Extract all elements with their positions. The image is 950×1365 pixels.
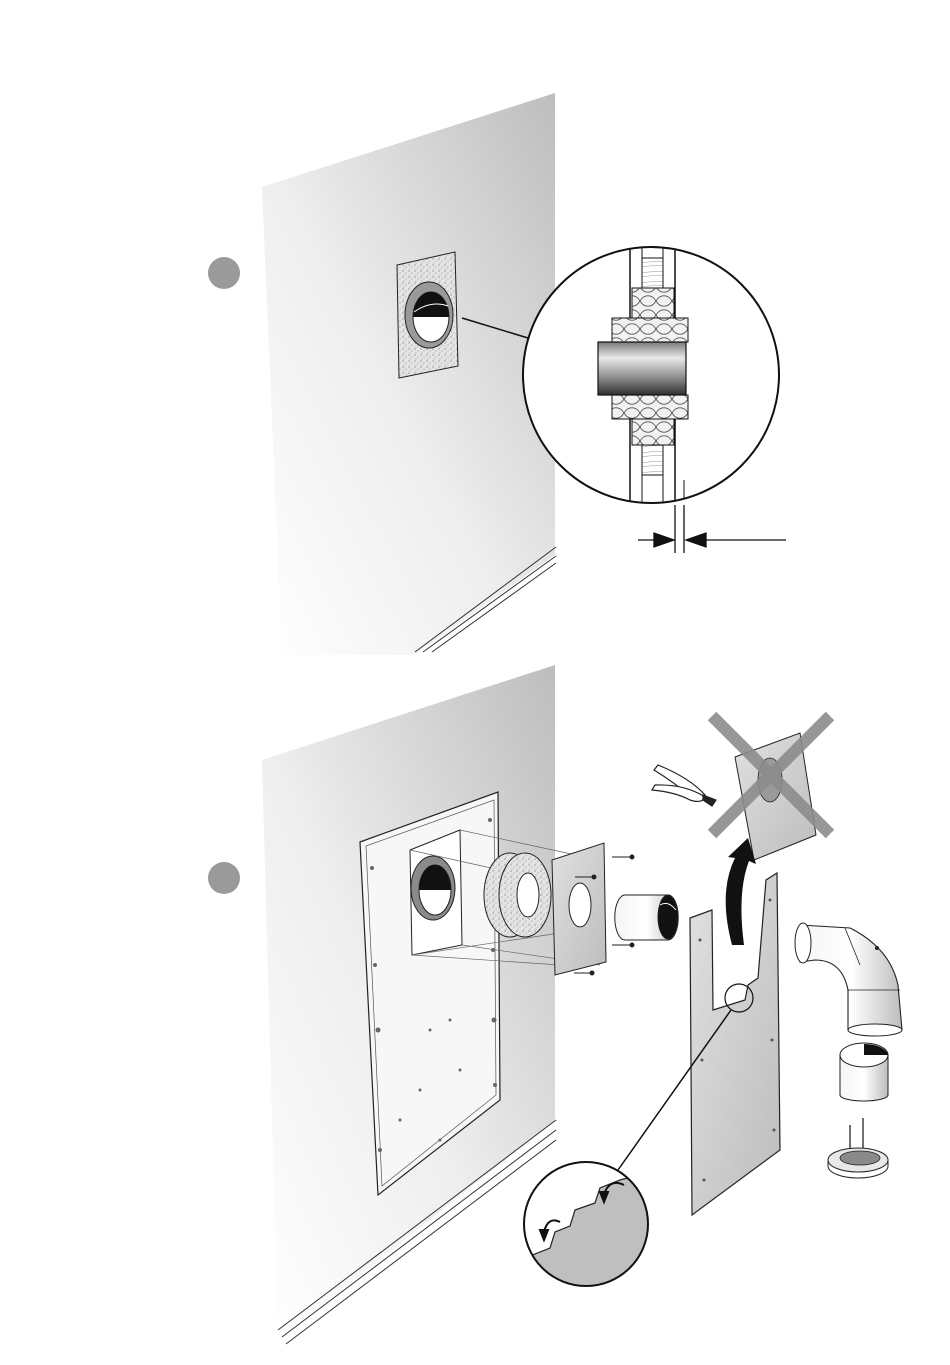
step-1-illustration bbox=[208, 93, 786, 655]
wall-section-detail bbox=[523, 230, 779, 550]
fold-detail bbox=[520, 1162, 650, 1290]
step-2-illustration bbox=[208, 665, 902, 1344]
wall-plate bbox=[397, 252, 458, 378]
step-marker-dot bbox=[208, 257, 240, 289]
base-ring bbox=[828, 1118, 888, 1178]
step-marker-dot bbox=[208, 862, 240, 894]
elbow-pipe bbox=[795, 923, 902, 1036]
wall-sleeve-box bbox=[410, 830, 462, 955]
curved-arrow-icon bbox=[726, 838, 756, 945]
insulation-ring bbox=[484, 853, 551, 937]
pliers-icon bbox=[652, 765, 716, 806]
cover-plate bbox=[552, 843, 606, 975]
adapter-cylinder bbox=[840, 1043, 888, 1101]
pipe-sleeve bbox=[615, 895, 678, 940]
dimension-arrow-icon bbox=[638, 505, 786, 553]
